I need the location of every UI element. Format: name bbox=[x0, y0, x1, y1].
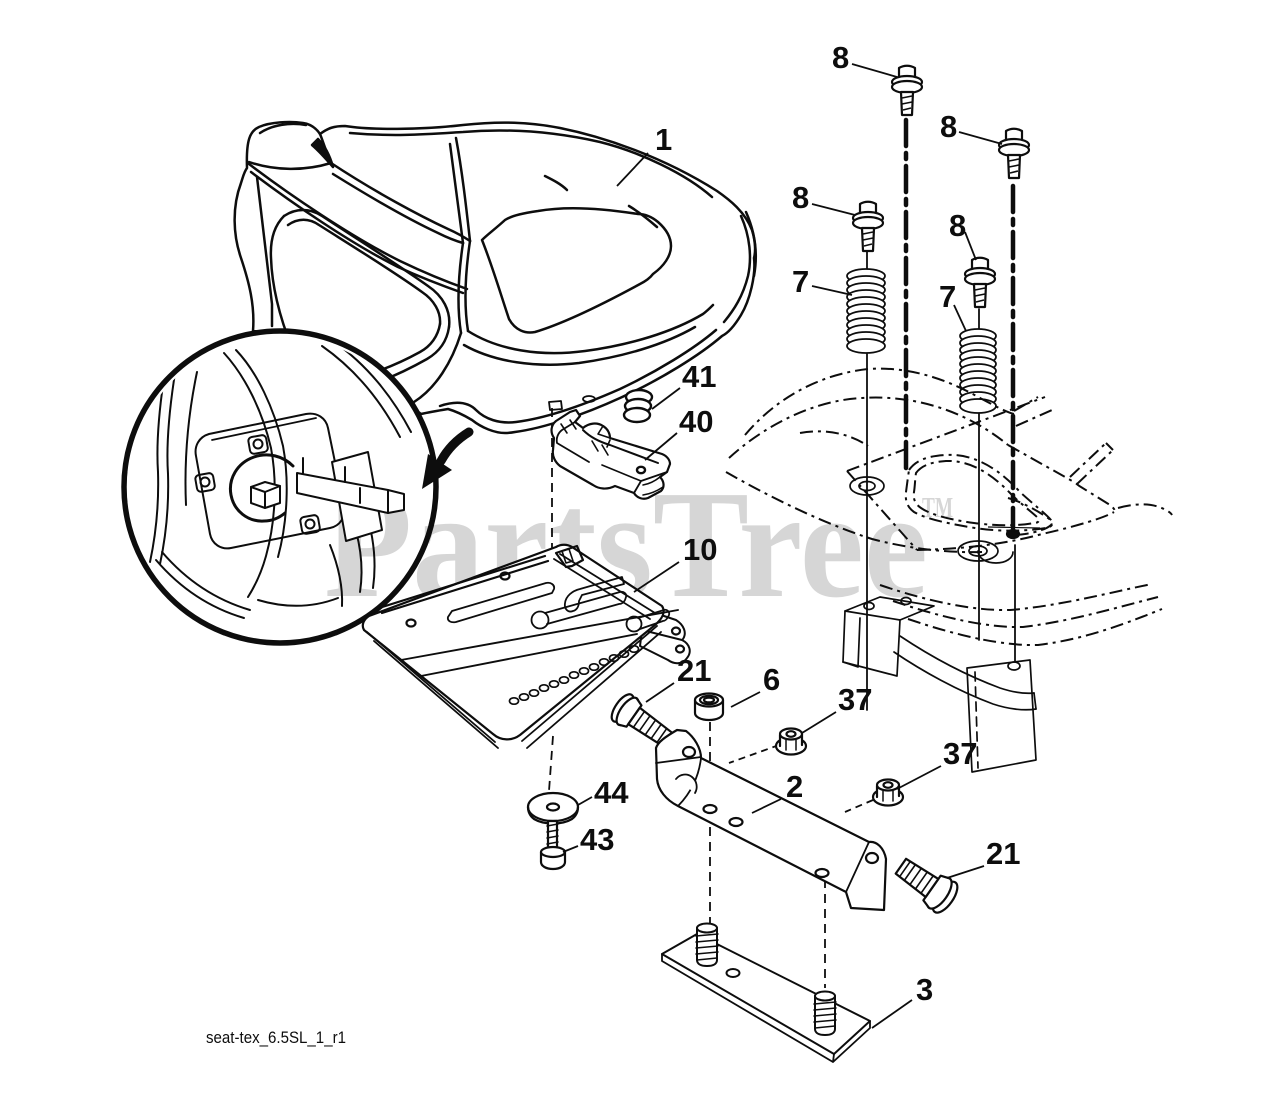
svg-text:41: 41 bbox=[682, 359, 716, 394]
svg-text:44: 44 bbox=[594, 775, 629, 810]
svg-text:37: 37 bbox=[838, 682, 872, 717]
svg-text:8: 8 bbox=[792, 180, 809, 215]
svg-text:8: 8 bbox=[940, 109, 957, 144]
svg-text:3: 3 bbox=[916, 972, 933, 1007]
svg-text:43: 43 bbox=[580, 822, 614, 857]
svg-text:37: 37 bbox=[943, 736, 977, 771]
svg-text:40: 40 bbox=[679, 404, 713, 439]
svg-text:seat-tex_6.5SL_1_r1: seat-tex_6.5SL_1_r1 bbox=[206, 1028, 346, 1047]
svg-text:7: 7 bbox=[792, 264, 809, 299]
svg-text:1: 1 bbox=[655, 122, 672, 157]
svg-text:7: 7 bbox=[939, 279, 956, 314]
svg-text:6: 6 bbox=[763, 662, 780, 697]
svg-text:8: 8 bbox=[832, 40, 849, 75]
svg-text:10: 10 bbox=[683, 532, 717, 567]
svg-text:21: 21 bbox=[986, 836, 1020, 871]
svg-text:8: 8 bbox=[949, 208, 966, 243]
svg-text:2: 2 bbox=[786, 769, 803, 804]
svg-text:21: 21 bbox=[677, 653, 711, 688]
